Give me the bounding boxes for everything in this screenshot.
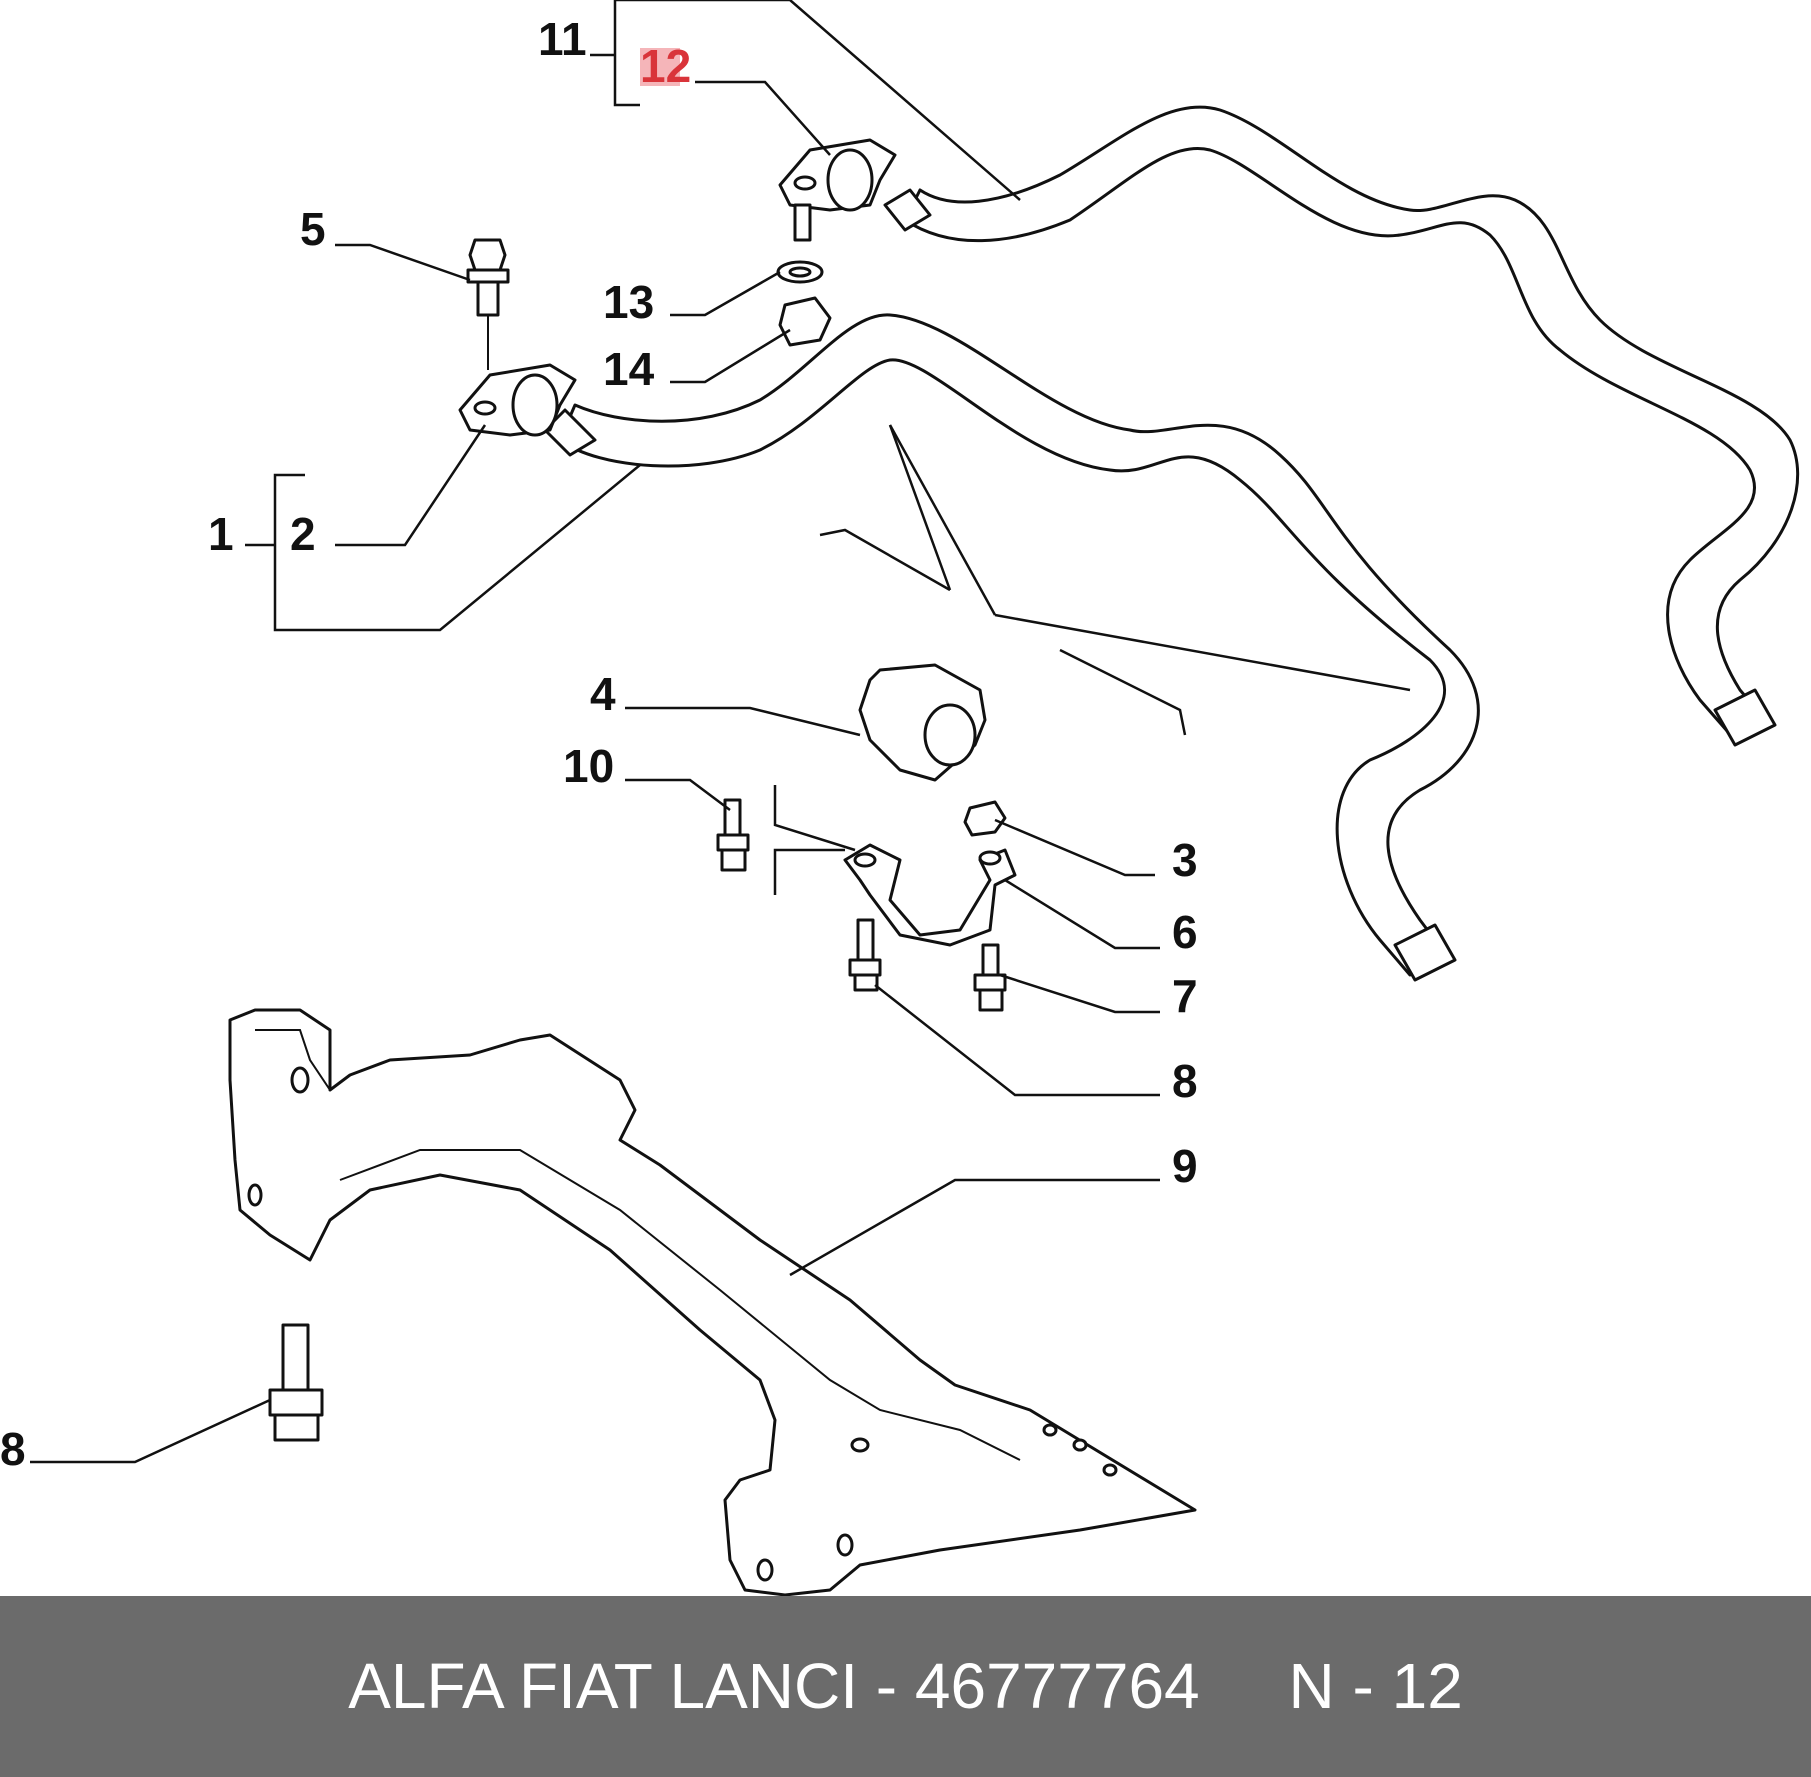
caption-bar: ALFA FIAT LANCI - 46777764 N - 12 bbox=[0, 1596, 1811, 1777]
caption-text: ALFA FIAT LANCI - 46777764 N - 12 bbox=[348, 1650, 1463, 1722]
callout-6: 6 bbox=[1172, 906, 1198, 958]
bolt-8-lower bbox=[268, 1323, 324, 1442]
bolt-5 bbox=[466, 238, 510, 370]
bolt-7 bbox=[973, 943, 1007, 1012]
callout-labels: 11 12 5 13 14 1 2 4 10 3 6 7 8 9 8 bbox=[0, 13, 1198, 1475]
bolt-8-upper bbox=[848, 918, 882, 992]
callout-9: 9 bbox=[1172, 1140, 1198, 1192]
nut-3 bbox=[963, 800, 1007, 837]
upper-bracket-12 bbox=[778, 138, 897, 242]
callout-1: 1 bbox=[208, 508, 234, 560]
washer-13 bbox=[776, 260, 824, 284]
callout-14: 14 bbox=[603, 343, 655, 395]
lower-bracket-2 bbox=[458, 363, 577, 437]
callout-4: 4 bbox=[590, 668, 616, 720]
bushing-4 bbox=[858, 663, 987, 782]
highlight-box bbox=[640, 48, 680, 86]
callout-8-upper: 8 bbox=[1172, 1055, 1198, 1107]
callout-7: 7 bbox=[1172, 970, 1198, 1022]
leader-lines bbox=[30, 0, 1411, 1464]
callout-11: 11 bbox=[538, 13, 587, 65]
callout-10: 10 bbox=[563, 740, 614, 792]
clamp-6 bbox=[843, 843, 1017, 947]
callout-2: 2 bbox=[290, 508, 316, 560]
stabilizer-bar bbox=[543, 105, 1800, 982]
callout-12: 12 bbox=[640, 40, 691, 92]
callout-8-lower: 8 bbox=[0, 1423, 26, 1475]
crossmember-9 bbox=[228, 1008, 1197, 1596]
callout-13: 13 bbox=[603, 276, 654, 328]
callout-5: 5 bbox=[300, 203, 326, 255]
parts-diagram: 11 12 5 13 14 1 2 4 10 3 6 7 8 9 8 bbox=[0, 0, 1800, 1596]
nut-14 bbox=[778, 296, 832, 347]
bolt-10 bbox=[716, 798, 750, 872]
callout-3: 3 bbox=[1172, 834, 1198, 886]
